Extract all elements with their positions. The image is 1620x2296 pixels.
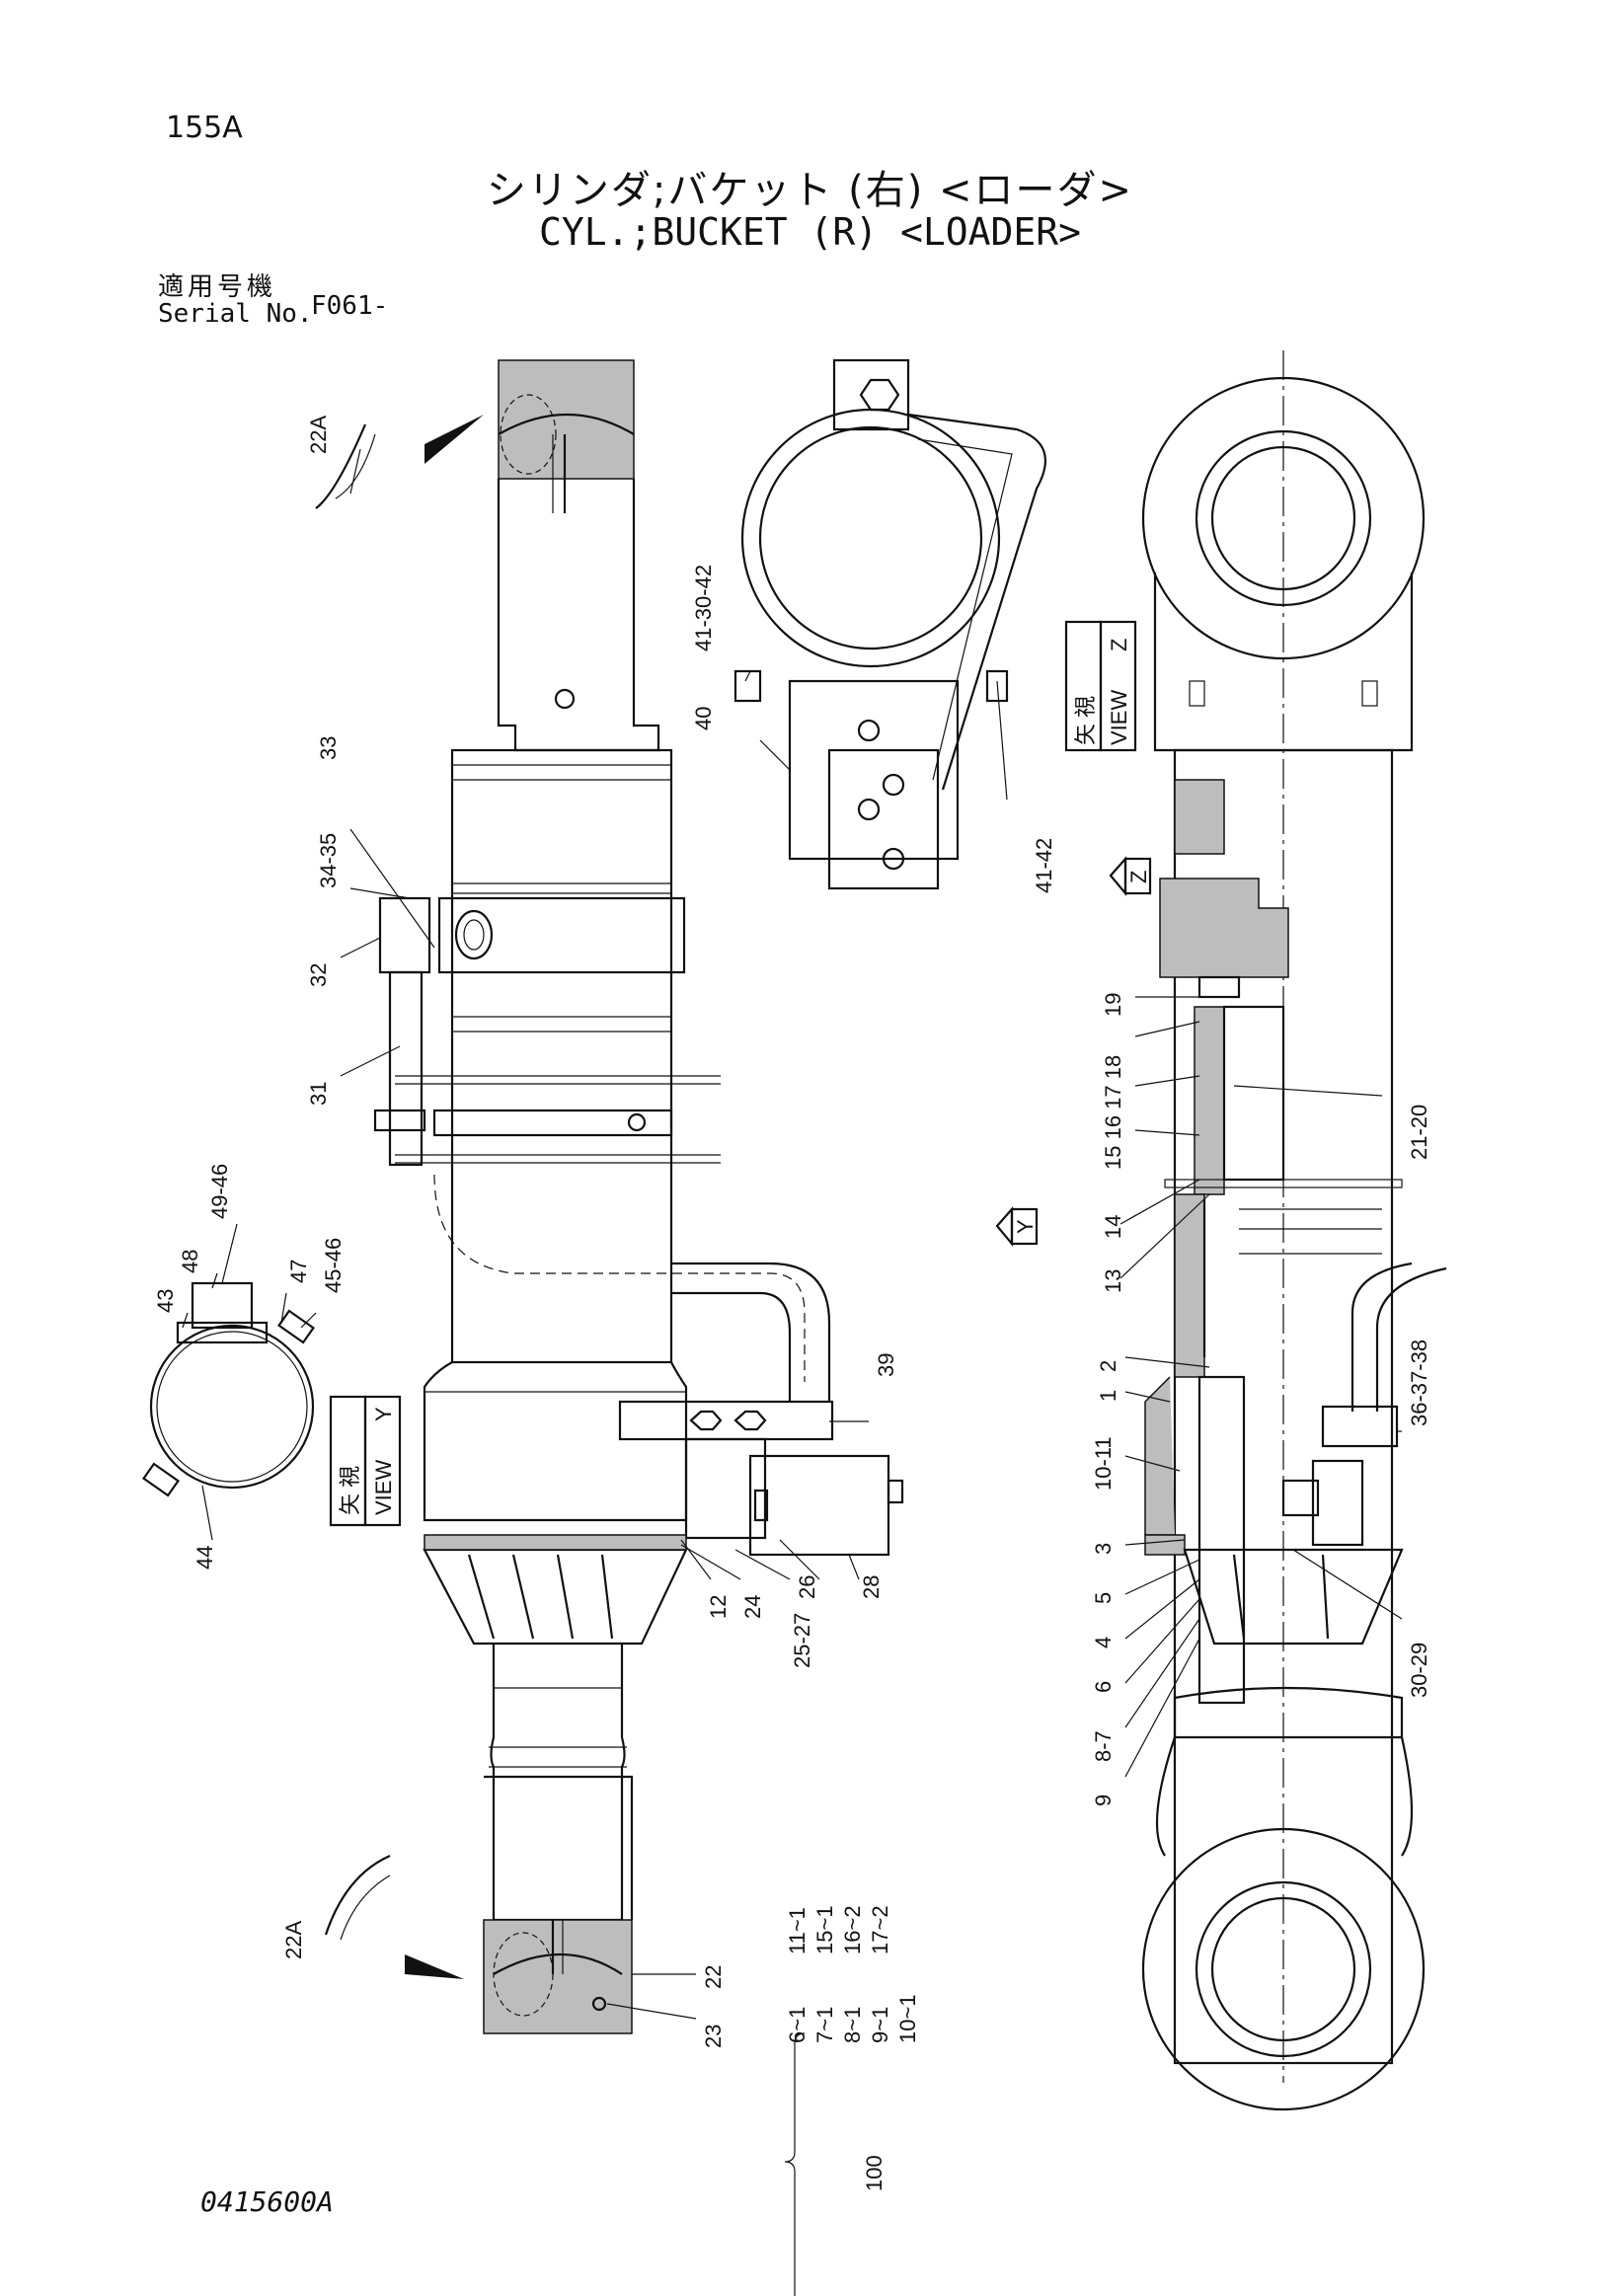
label-21-20: 21-20	[1407, 1105, 1431, 1160]
cylinder-cone	[423, 1548, 688, 1645]
label-22a-bottom: 22A	[281, 1921, 306, 1959]
bracket-ring	[740, 408, 1001, 668]
bottom-clevis-block	[483, 1919, 633, 2034]
kit-number: 100	[862, 2155, 887, 2191]
title-japanese: シリンダ;バケット (右) <ローダ>	[486, 168, 1134, 213]
view-z-box: 矢 視 VIEW Z	[1064, 620, 1137, 752]
piston-rod	[490, 1644, 626, 1922]
label-44: 44	[193, 1546, 217, 1569]
hydraulic-pipe	[388, 970, 424, 1167]
view-y-ja: 矢 視	[338, 1466, 362, 1515]
mounting-ring	[437, 896, 686, 974]
label-15-18: 15 16 17 18	[1101, 1055, 1125, 1170]
label-48: 48	[178, 1250, 202, 1273]
label-33: 33	[316, 736, 341, 760]
label-13: 13	[1101, 1269, 1125, 1293]
label-25-27: 25-27	[790, 1613, 814, 1668]
cylinder-exterior	[373, 359, 904, 2034]
marker-z: Z	[1126, 871, 1151, 883]
label-39: 39	[874, 1353, 898, 1377]
label-22: 22	[701, 1965, 726, 1989]
label-1: 1	[1096, 1390, 1120, 1402]
grease-fitting	[554, 688, 576, 710]
cylinder-section	[1141, 350, 1447, 2111]
view-markers: Y Z	[995, 856, 1152, 1248]
kit-col1-3: 9~1	[868, 2007, 892, 2043]
label-9: 9	[1091, 1795, 1116, 1806]
serial-label-japanese: 適用号機	[158, 272, 277, 302]
view-z-bracket-detail	[733, 358, 1046, 890]
label-26: 26	[795, 1575, 819, 1599]
part-labels: 22A 33 34-35 32 31 49-46 48 43 47 45-46 …	[153, 416, 1431, 2048]
label-40: 40	[691, 707, 716, 730]
cylinder-head	[423, 1361, 688, 1522]
kit-col2-0: 11~1	[785, 1907, 810, 1954]
label-22a-top: 22A	[306, 416, 331, 454]
kit-col1-4: 10~1	[895, 1994, 920, 2043]
label-4: 4	[1091, 1637, 1116, 1648]
valve-block	[748, 1454, 890, 1557]
view-z-ja: 矢 視	[1073, 696, 1098, 745]
label-31: 31	[306, 1082, 331, 1106]
serial-label-english: Serial No.	[158, 299, 313, 329]
view-y-en: VIEW	[371, 1460, 396, 1515]
label-3: 3	[1091, 1543, 1116, 1555]
label-34-35: 34-35	[316, 833, 341, 888]
view-y-box: 矢 視 VIEW Y	[329, 1395, 402, 1527]
cylinder-barrel	[450, 748, 673, 1364]
kit-col2-2: 16~2	[840, 1905, 865, 1954]
kit-col2-1: 15~1	[812, 1905, 837, 1954]
label-19: 19	[1101, 993, 1125, 1017]
title-english: CYL.;BUCKET (R) <LOADER>	[538, 210, 1082, 254]
kit-col1-2: 8~1	[840, 2007, 865, 2043]
label-36-37-38: 36-37-38	[1407, 1339, 1431, 1426]
label-49-46: 49-46	[207, 1164, 232, 1219]
label-32: 32	[306, 963, 331, 987]
clamp-circle	[149, 1324, 315, 1490]
bottom-eye-outer	[1141, 1827, 1426, 2111]
label-14: 14	[1101, 1215, 1125, 1239]
label-24: 24	[740, 1595, 765, 1619]
label-10-11: 10-11	[1091, 1436, 1116, 1491]
top-eye-outer	[1141, 376, 1426, 660]
view-z-en: VIEW	[1107, 690, 1131, 745]
label-28: 28	[859, 1575, 884, 1599]
label-5: 5	[1091, 1592, 1116, 1604]
label-23: 23	[701, 2025, 726, 2048]
section-piston	[1159, 878, 1289, 978]
view-y-letter: Y	[371, 1407, 396, 1421]
kit-col2-3: 17~2	[868, 1905, 892, 1954]
kit-col1-0: 6~1	[785, 2007, 810, 2043]
label-12: 12	[706, 1595, 731, 1619]
label-30-29: 30-29	[1407, 1643, 1431, 1698]
view-z-letter: Z	[1107, 639, 1131, 651]
port-bracket	[618, 1400, 834, 1441]
label-2: 2	[1096, 1360, 1120, 1372]
kit-col1-1: 7~1	[812, 2007, 837, 2043]
bracket-block	[788, 679, 960, 861]
label-8-7: 8-7	[1091, 1730, 1116, 1762]
detail-22a	[315, 415, 484, 1979]
label-41-30-42: 41-30-42	[691, 565, 716, 651]
label-41-42: 41-42	[1032, 838, 1056, 893]
pipe-clamp-band	[432, 1109, 673, 1137]
label-47: 47	[286, 1260, 311, 1283]
top-pin-arc	[498, 414, 635, 435]
rod-eye	[497, 479, 660, 752]
label-6: 6	[1091, 1681, 1116, 1693]
kit-table: 100 6~1 7~1 8~1 9~1 10~1 11~1 15~1 16~2 …	[784, 1905, 920, 2296]
top-clevis-block	[498, 359, 635, 480]
label-43: 43	[153, 1289, 178, 1313]
page-number: 155A	[166, 111, 243, 145]
marker-y: Y	[1013, 1219, 1038, 1234]
label-45-46: 45-46	[321, 1238, 346, 1293]
serial-value: F061-	[311, 291, 389, 321]
document-number: 0415600A	[200, 2185, 334, 2218]
view-y-clamp-detail	[142, 1281, 315, 1497]
leader-lines	[182, 448, 1403, 2020]
